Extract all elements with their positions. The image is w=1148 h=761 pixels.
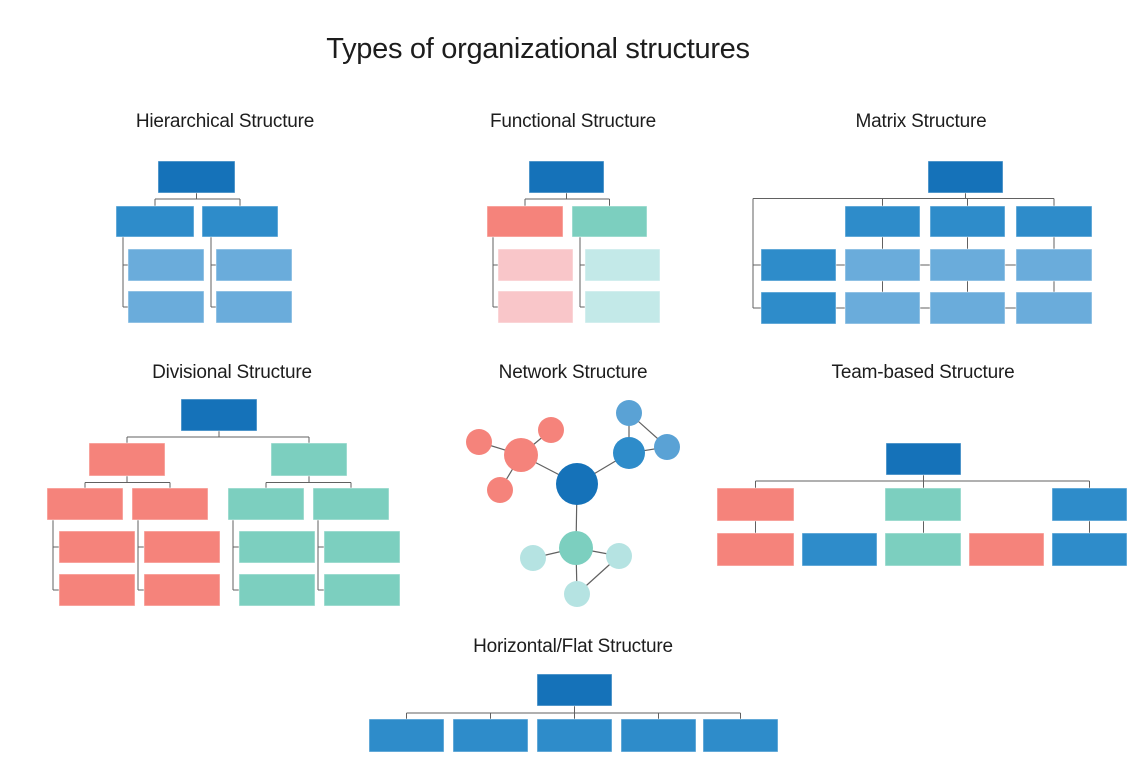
hierarchical-box bbox=[215, 290, 293, 324]
network-node bbox=[564, 581, 590, 607]
matrix-box bbox=[1015, 248, 1093, 282]
divisional-box bbox=[180, 398, 258, 432]
functional-box bbox=[584, 248, 661, 282]
divisional-box bbox=[58, 530, 136, 564]
panel-label-matrix: Matrix Structure bbox=[855, 111, 987, 132]
functional-box bbox=[497, 248, 574, 282]
hierarchical-box bbox=[115, 205, 195, 238]
team-based-box bbox=[716, 532, 795, 567]
divisional-box bbox=[46, 487, 124, 521]
functional-box bbox=[571, 205, 648, 238]
divisional-box bbox=[323, 530, 401, 564]
matrix-box bbox=[929, 205, 1006, 238]
hierarchical-box bbox=[215, 248, 293, 282]
horizontal-flat-box bbox=[702, 718, 779, 753]
panel-horizontal-flat bbox=[368, 673, 779, 753]
matrix-box bbox=[927, 160, 1004, 194]
team-based-box bbox=[716, 487, 795, 522]
network-node bbox=[606, 543, 632, 569]
matrix-box bbox=[844, 205, 921, 238]
network-node bbox=[616, 400, 642, 426]
panel-label-hierarchical: Hierarchical Structure bbox=[135, 111, 315, 132]
network-node bbox=[654, 434, 680, 460]
matrix-box bbox=[844, 291, 921, 325]
network-node bbox=[556, 463, 598, 505]
matrix-box bbox=[929, 291, 1006, 325]
team-based-box bbox=[801, 532, 878, 567]
panel-divisional bbox=[46, 398, 401, 607]
matrix-box bbox=[760, 248, 837, 282]
divisional-box bbox=[58, 573, 136, 607]
divisional-box bbox=[312, 487, 390, 521]
team-based-box bbox=[884, 487, 962, 522]
panel-matrix bbox=[752, 160, 1093, 325]
team-based-box bbox=[1051, 487, 1128, 522]
horizontal-flat-box bbox=[368, 718, 445, 753]
network-node bbox=[487, 477, 513, 503]
divisional-box bbox=[143, 530, 221, 564]
panel-functional bbox=[486, 160, 661, 324]
network-node bbox=[559, 531, 593, 565]
hierarchical-box bbox=[201, 205, 279, 238]
divisional-box bbox=[88, 442, 166, 477]
network-node bbox=[538, 417, 564, 443]
functional-box bbox=[528, 160, 605, 194]
panel-hierarchical bbox=[115, 160, 293, 324]
divisional-box bbox=[238, 530, 316, 564]
horizontal-flat-box bbox=[536, 673, 613, 707]
matrix-box bbox=[844, 248, 921, 282]
divisional-box bbox=[238, 573, 316, 607]
functional-box bbox=[584, 290, 661, 324]
panel-network bbox=[466, 400, 680, 607]
matrix-box bbox=[1015, 205, 1093, 238]
functional-box bbox=[497, 290, 574, 324]
matrix-box bbox=[1015, 291, 1093, 325]
panel-label-network: Network Structure bbox=[498, 362, 648, 383]
divisional-box bbox=[131, 487, 209, 521]
panel-label-functional: Functional Structure bbox=[489, 111, 657, 132]
network-node bbox=[613, 437, 645, 469]
horizontal-flat-box bbox=[536, 718, 613, 753]
hierarchical-box bbox=[127, 248, 205, 282]
network-node bbox=[466, 429, 492, 455]
matrix-box bbox=[760, 291, 837, 325]
matrix-box bbox=[929, 248, 1006, 282]
main-title: Types of organizational structures bbox=[326, 33, 750, 65]
team-based-box bbox=[1051, 532, 1128, 567]
hierarchical-box bbox=[127, 290, 205, 324]
horizontal-flat-box bbox=[452, 718, 529, 753]
functional-box bbox=[486, 205, 564, 238]
network-node bbox=[520, 545, 546, 571]
panel-label-team-based: Team-based Structure bbox=[831, 362, 1015, 383]
team-based-box bbox=[968, 532, 1045, 567]
divisional-box bbox=[143, 573, 221, 607]
divisional-box bbox=[270, 442, 348, 477]
divisional-box bbox=[227, 487, 305, 521]
team-based-box bbox=[884, 532, 962, 567]
team-based-box bbox=[885, 442, 962, 476]
panel-label-horizontal-flat: Horizontal/Flat Structure bbox=[473, 636, 673, 657]
hierarchical-box bbox=[157, 160, 236, 194]
panel-team-based bbox=[716, 442, 1128, 567]
network-node bbox=[504, 438, 538, 472]
panel-label-divisional: Divisional Structure bbox=[152, 362, 312, 383]
horizontal-flat-box bbox=[620, 718, 697, 753]
divisional-box bbox=[323, 573, 401, 607]
